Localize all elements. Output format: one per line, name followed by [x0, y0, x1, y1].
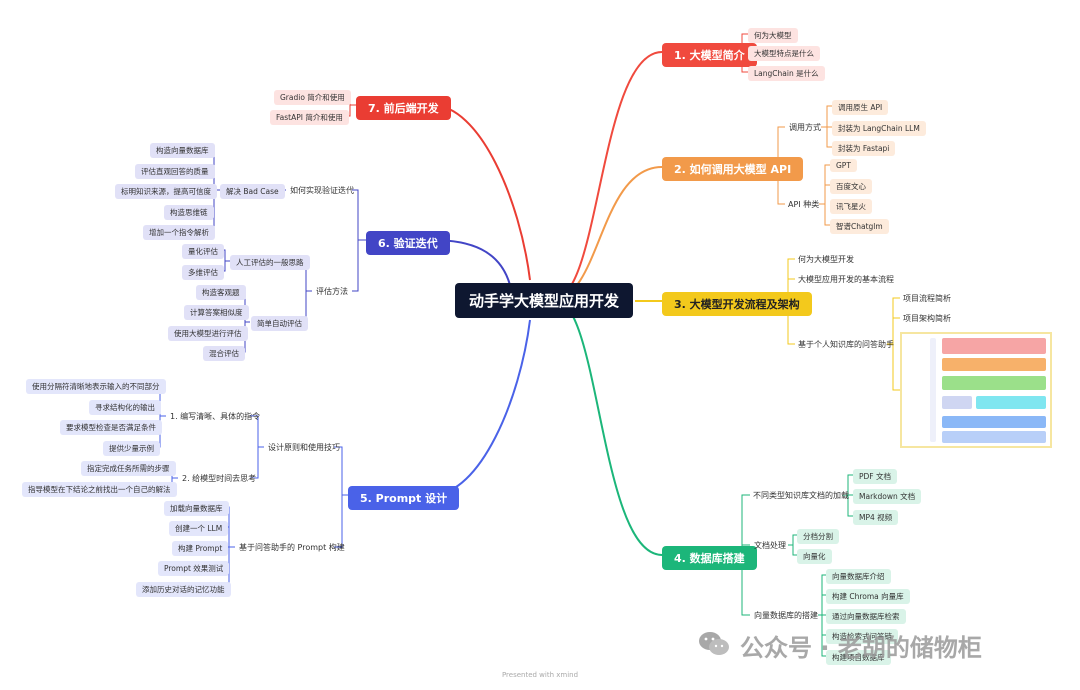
- b4-load-0[interactable]: PDF 文档: [853, 469, 897, 484]
- b5-p2-item-1[interactable]: 指导模型在下结论之前找出一个自己的解法: [22, 482, 177, 497]
- b4-process-0[interactable]: 分档分割: [797, 529, 839, 544]
- branch-7-frontend-backend[interactable]: 7. 前后端开发: [356, 96, 451, 120]
- b3-item-0[interactable]: 何为大模型开发: [798, 255, 854, 264]
- b4-load-2[interactable]: MP4 视频: [853, 510, 899, 525]
- b5-principle-2[interactable]: 2. 给模型时间去思考: [182, 474, 257, 483]
- b5-p1-item-0[interactable]: 使用分隔符清晰地表示输入的不同部分: [26, 379, 166, 394]
- b5-group-principles[interactable]: 设计原则和使用技巧: [268, 443, 340, 452]
- b4-group-process[interactable]: 文档处理: [754, 541, 786, 550]
- b5-build-3[interactable]: Prompt 效果测试: [158, 561, 230, 576]
- b2-type-3[interactable]: 智谱Chatglm: [830, 219, 889, 234]
- branch-3-arch[interactable]: 3. 大模型开发流程及架构: [662, 292, 812, 316]
- branch-2-api[interactable]: 2. 如何调用大模型 API: [662, 157, 804, 181]
- b4-group-vectordb[interactable]: 向量数据库的搭建: [754, 611, 818, 620]
- b6-manual-1[interactable]: 多维评估: [182, 265, 224, 280]
- branch-1-intro[interactable]: 1. 大模型简介: [662, 43, 757, 67]
- b7-item-1[interactable]: FastAPI 简介和使用: [270, 110, 349, 125]
- b5-principle-1[interactable]: 1. 编写清晰、具体的指令: [170, 412, 261, 421]
- b5-build-1[interactable]: 创建一个 LLM: [169, 521, 229, 536]
- b2-type-0[interactable]: GPT: [830, 159, 857, 172]
- architecture-diagram-image: [900, 332, 1052, 448]
- b4-vectordb-3[interactable]: 构造检索式问答链: [826, 629, 898, 644]
- b5-build-2[interactable]: 构建 Prompt: [172, 541, 229, 556]
- wechat-logo-icon: [699, 632, 729, 655]
- b5-build-4[interactable]: 添加历史对话的记忆功能: [136, 582, 231, 597]
- b4-vectordb-0[interactable]: 向量数据库介绍: [826, 569, 891, 584]
- b6-badcase-1[interactable]: 评估直观回答的质量: [135, 164, 215, 179]
- b6-manual-0[interactable]: 量化评估: [182, 244, 224, 259]
- b5-p1-item-3[interactable]: 提供少量示例: [103, 441, 160, 456]
- b6-group-how[interactable]: 如何实现验证迭代: [290, 186, 354, 195]
- b6-badcase-3[interactable]: 构造思维链: [164, 205, 214, 220]
- b6-auto-3[interactable]: 混合评估: [203, 346, 245, 361]
- b6-badcase-4[interactable]: 增加一个指令解析: [143, 225, 215, 240]
- b5-group-build[interactable]: 基于问答助手的 Prompt 构建: [239, 543, 345, 552]
- root-node[interactable]: 动手学大模型应用开发: [455, 283, 634, 318]
- b6-badcase-0[interactable]: 构造向量数据库: [150, 143, 215, 158]
- b6-badcase[interactable]: 解决 Bad Case: [220, 184, 285, 199]
- footer-xmind: Presented with xmind: [501, 671, 579, 679]
- b2-group-types[interactable]: API 种类: [788, 200, 820, 209]
- b1-item-0[interactable]: 何为大模型: [748, 28, 798, 43]
- b4-process-1[interactable]: 向量化: [797, 549, 832, 564]
- b2-type-1[interactable]: 百度文心: [830, 179, 872, 194]
- b6-auto[interactable]: 简单自动评估: [251, 316, 308, 331]
- b6-manual[interactable]: 人工评估的一般思路: [230, 255, 310, 270]
- b6-auto-0[interactable]: 构造客观题: [196, 285, 246, 300]
- b5-build-0[interactable]: 加载向量数据库: [164, 501, 229, 516]
- b6-group-eval[interactable]: 评估方法: [316, 287, 348, 296]
- b2-call-1[interactable]: 封装为 LangChain LLM: [832, 121, 926, 136]
- b3-assistant-0[interactable]: 项目流程简析: [903, 294, 951, 303]
- branch-6-verify[interactable]: 6. 验证迭代: [366, 231, 450, 255]
- b2-group-call[interactable]: 调用方式: [789, 123, 821, 132]
- b4-vectordb-4[interactable]: 构建项目数据库: [826, 650, 891, 665]
- b1-item-1[interactable]: 大模型特点是什么: [748, 46, 820, 61]
- b3-group-assistant[interactable]: 基于个人知识库的问答助手: [798, 340, 894, 349]
- b4-load-1[interactable]: Markdown 文档: [853, 489, 922, 504]
- b4-group-load[interactable]: 不同类型知识库文档的加载: [753, 491, 849, 500]
- b4-vectordb-2[interactable]: 通过向量数据库检索: [826, 609, 906, 624]
- b2-call-0[interactable]: 调用原生 API: [832, 100, 889, 115]
- b3-item-1[interactable]: 大模型应用开发的基本流程: [798, 275, 894, 284]
- b2-type-2[interactable]: 讯飞星火: [830, 199, 872, 214]
- b5-p1-item-1[interactable]: 寻求结构化的输出: [89, 400, 161, 415]
- b2-call-2[interactable]: 封装为 Fastapi: [832, 141, 896, 156]
- b6-badcase-2[interactable]: 标明知识来源，提高可信度: [115, 184, 217, 199]
- b4-vectordb-1[interactable]: 构建 Chroma 向量库: [826, 589, 910, 604]
- b6-auto-2[interactable]: 使用大模型进行评估: [168, 326, 248, 341]
- watermark-text: 公众号 · 老胡的储物柜: [740, 634, 982, 662]
- b5-p2-item-0[interactable]: 指定完成任务所需的步骤: [81, 461, 176, 476]
- b7-item-0[interactable]: Gradio 简介和使用: [274, 90, 351, 105]
- b3-assistant-1[interactable]: 项目架构简析: [903, 314, 951, 323]
- b5-p1-item-2[interactable]: 要求模型检查是否满足条件: [60, 420, 162, 435]
- branch-4-database[interactable]: 4. 数据库搭建: [662, 546, 757, 570]
- branch-5-prompt[interactable]: 5. Prompt 设计: [348, 486, 460, 510]
- b1-item-2[interactable]: LangChain 是什么: [748, 66, 825, 81]
- b6-auto-1[interactable]: 计算答案相似度: [184, 305, 249, 320]
